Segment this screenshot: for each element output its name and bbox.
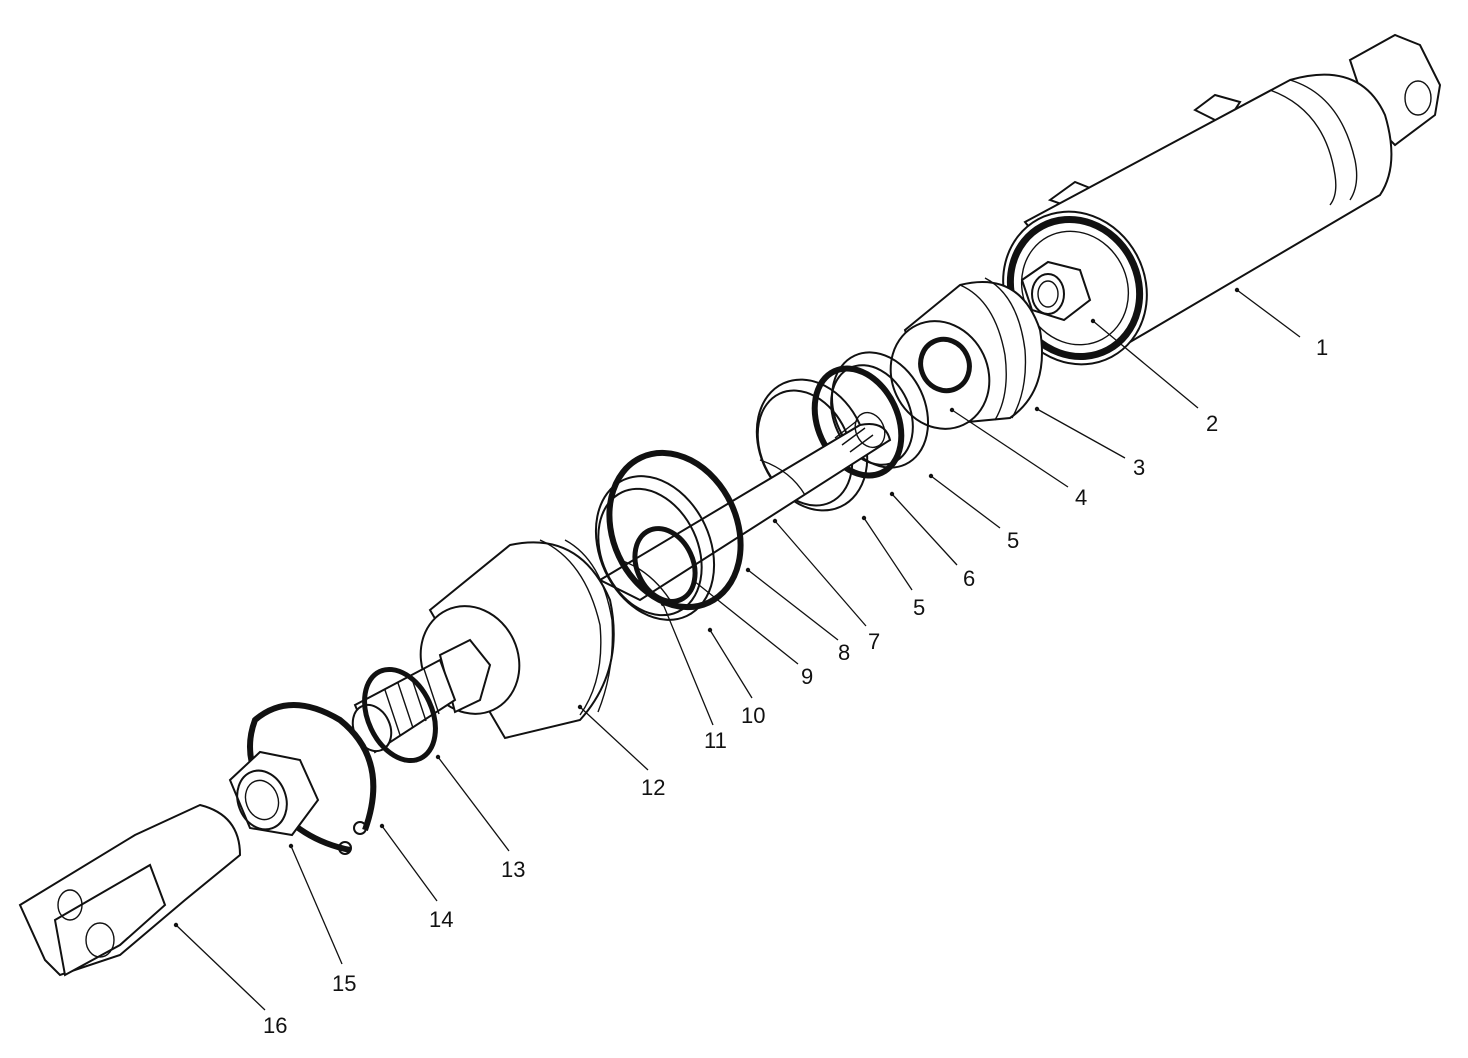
leader-lines <box>173 287 1301 1011</box>
callout-7: 7 <box>868 629 880 654</box>
callout-9: 9 <box>801 664 813 689</box>
part-15-hex-jam-nut <box>228 750 320 837</box>
callout-5a: 5 <box>1007 528 1019 553</box>
callout-2: 2 <box>1206 411 1218 436</box>
part-2-hex-nut <box>1020 260 1092 322</box>
callout-15: 15 <box>332 971 356 996</box>
callout-12: 12 <box>641 775 665 800</box>
callout-6: 6 <box>963 566 975 591</box>
part-4-o-ring <box>918 336 972 394</box>
part-13-threaded-end-ring <box>351 658 457 764</box>
part-16-rod-end-clevis <box>18 803 242 977</box>
callout-5b: 5 <box>913 595 925 620</box>
callout-labels: 1 2 3 4 5 6 5 7 8 9 10 11 12 13 14 15 16 <box>263 335 1328 1038</box>
callout-4: 4 <box>1075 485 1087 510</box>
callout-14: 14 <box>429 907 453 932</box>
callout-10: 10 <box>741 703 765 728</box>
parts-8-11-rod-seal-set <box>594 449 744 621</box>
callout-11: 11 <box>704 728 727 753</box>
part-7-piston-rod <box>597 411 892 602</box>
parts-5-6-seal-set <box>755 351 930 512</box>
part-12-gland-end-cap <box>419 539 615 740</box>
callout-8: 8 <box>838 640 850 665</box>
callout-1: 1 <box>1316 335 1328 360</box>
callout-13: 13 <box>501 857 525 882</box>
callout-16: 16 <box>263 1013 287 1038</box>
callout-3: 3 <box>1133 455 1145 480</box>
part-1-cylinder-barrel <box>1002 33 1442 366</box>
